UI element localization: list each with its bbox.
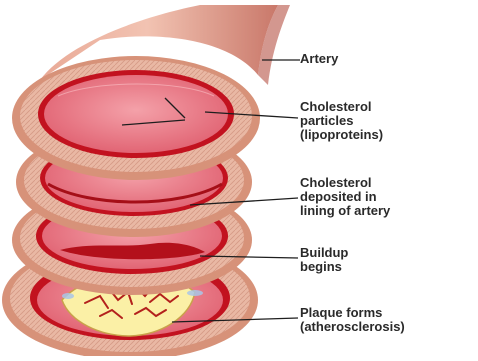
label-artery: Artery: [300, 52, 338, 66]
label-cholesterol-particles: Cholesterol particles (lipoproteins): [300, 100, 383, 142]
label-buildup: Buildup begins: [300, 246, 348, 274]
section-particles: [12, 56, 260, 180]
label-plaque: Plaque forms (atherosclerosis): [300, 306, 405, 334]
label-cholesterol-deposited: Cholesterol deposited in lining of arter…: [300, 176, 390, 218]
